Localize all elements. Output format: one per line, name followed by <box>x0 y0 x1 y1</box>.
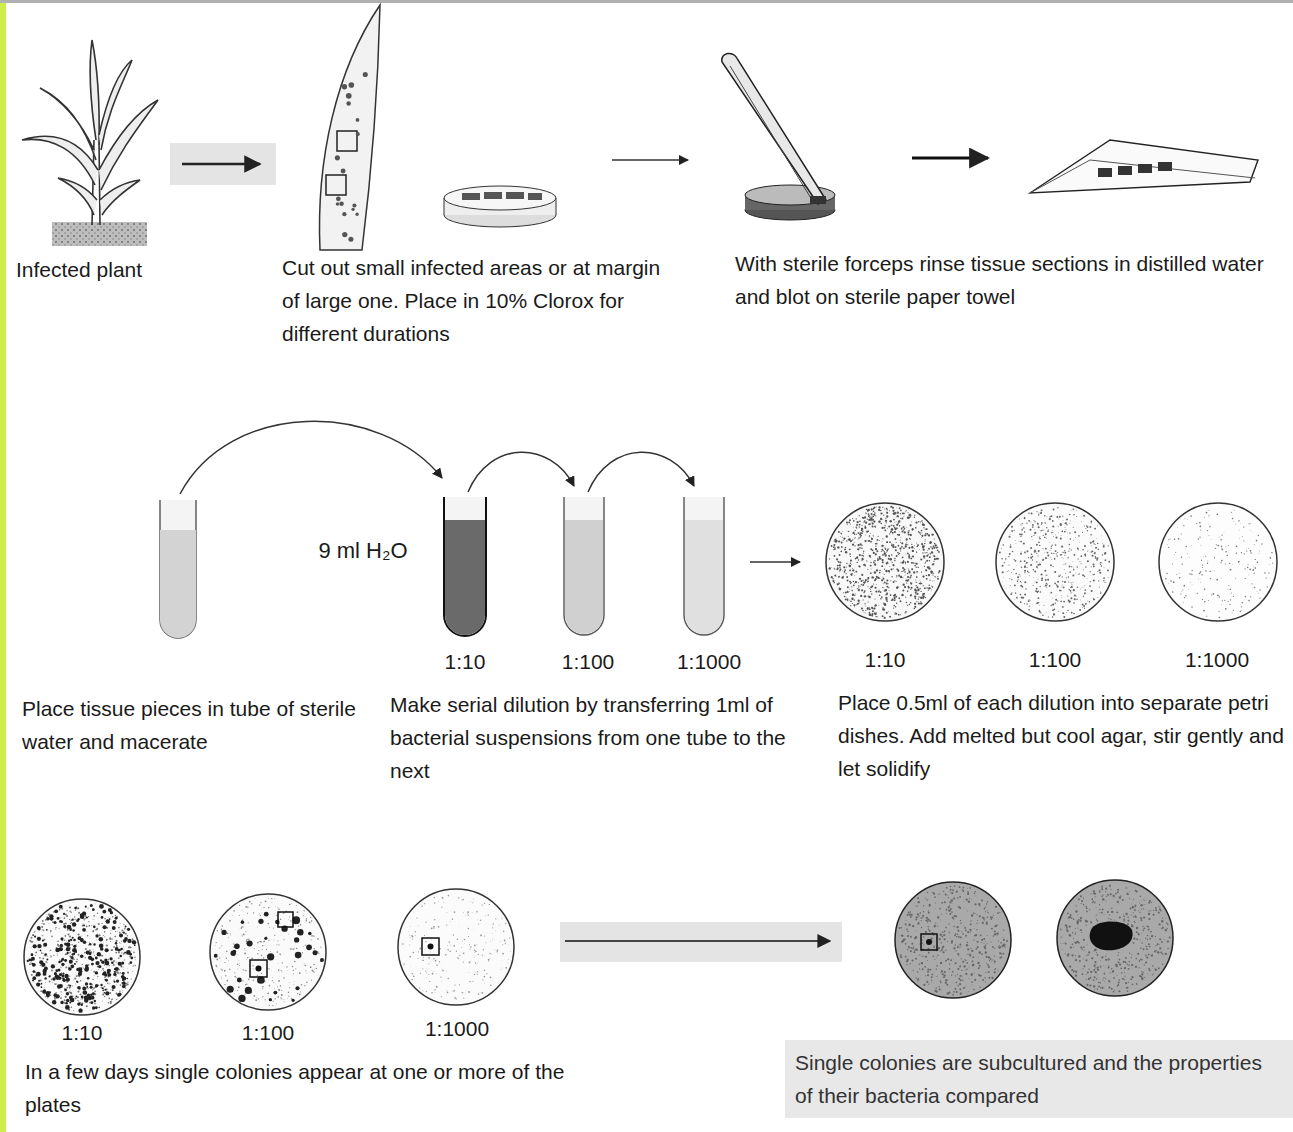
caption-text: With sterile forceps rinse tissue sectio… <box>735 247 1290 313</box>
subculture-plates <box>895 880 1173 998</box>
top-edge <box>0 0 1293 3</box>
petri-dish <box>444 186 556 227</box>
side-stripe <box>0 0 6 1132</box>
step-arrow <box>912 157 988 160</box>
rinse-dish <box>722 53 835 220</box>
caption-text: Cut out small infected areas or at margi… <box>282 251 667 350</box>
caption-text: Make serial dilution by transferring 1ml… <box>390 688 830 787</box>
step-arrow <box>750 561 800 563</box>
dilution-label: 1:1000 <box>1172 643 1262 676</box>
arrow-band <box>560 922 842 962</box>
caption-band: Single colonies are subcultured and the … <box>785 1040 1293 1118</box>
test-tubes <box>160 497 724 638</box>
plant-drawing <box>22 40 158 246</box>
dilution-label: 1:100 <box>228 1016 308 1049</box>
step-arrow <box>182 163 260 166</box>
step-arrow <box>612 159 688 161</box>
paper-towel <box>1030 140 1258 193</box>
dilution-label: 1:100 <box>548 645 628 678</box>
caption-text: Place 0.5ml of each dilution into separa… <box>838 686 1288 785</box>
caption-text: In a few days single colonies appear at … <box>25 1055 565 1121</box>
poured-plates <box>826 503 1277 621</box>
arrow-band <box>170 143 276 185</box>
colony-plates <box>24 889 514 1015</box>
dilution-label: 1:10 <box>42 1016 122 1049</box>
caption-text: Single colonies are subcultured and the … <box>795 1046 1285 1112</box>
dilution-label: 1:10 <box>425 645 505 678</box>
leaf-drawing <box>320 5 381 250</box>
dilution-label: 1:100 <box>1015 643 1095 676</box>
transfer-arrows <box>180 421 694 494</box>
dilution-label: 9 ml H₂O <box>318 536 408 566</box>
dilution-label: 1:1000 <box>412 1012 502 1045</box>
dilution-label: 1:1000 <box>664 645 754 678</box>
caption-text: Place tissue pieces in tube of sterile w… <box>22 692 382 758</box>
dilution-label: 1:10 <box>845 643 925 676</box>
step-arrow <box>565 940 830 942</box>
caption-text: Infected plant <box>16 253 216 286</box>
